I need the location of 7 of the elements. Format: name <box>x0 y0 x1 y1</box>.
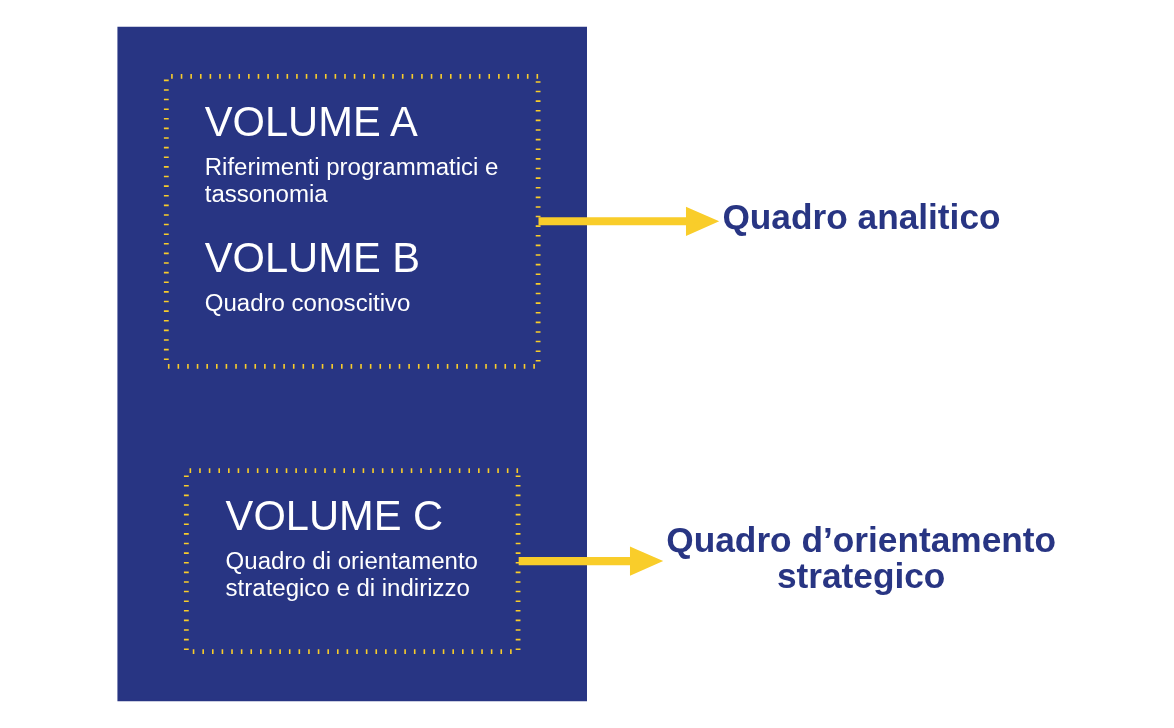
cluster <box>117 26 587 702</box>
node-box: VOLUME C Quadro di orientamento strategico e di indirizzo <box>183 468 521 655</box>
node-text: Quadro analitico <box>722 196 1001 236</box>
arrow <box>518 546 664 576</box>
node-box: VOLUME A Riferimenti programmatici e tassonomia VOLUME B Quadro conoscitivo <box>163 73 541 369</box>
node-text: Quadro d’orientamento strategico <box>666 520 1057 595</box>
arrow <box>538 206 720 236</box>
